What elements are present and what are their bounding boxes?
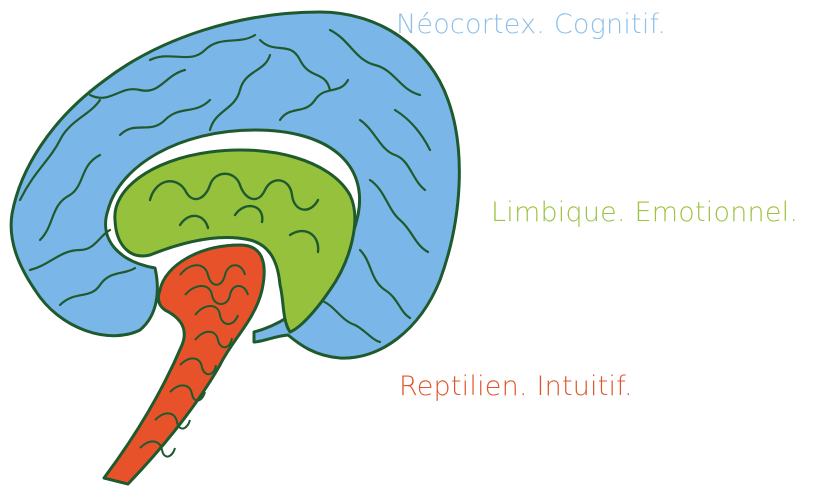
neocortex-label: Néocortex. Cognitif. (396, 11, 666, 38)
limbic-label: Limbique. Emotionnel. (491, 199, 798, 226)
reptilian-label: Reptilien. Intuitif. (399, 373, 633, 400)
